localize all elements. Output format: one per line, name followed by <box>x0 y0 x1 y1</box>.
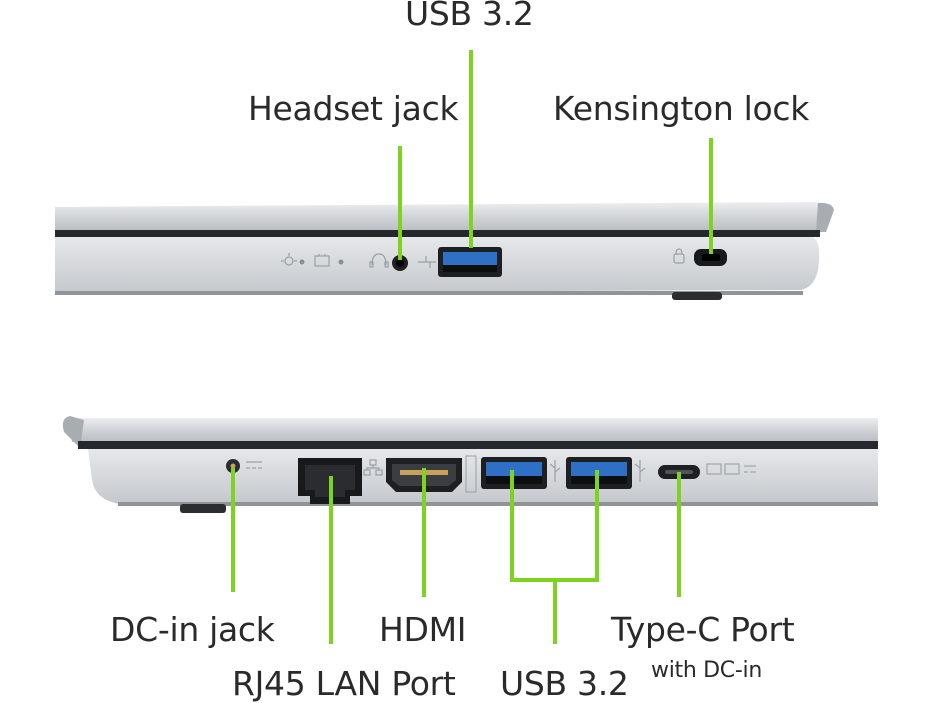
label-usb-top: USB 3.2 <box>405 0 534 33</box>
hinge <box>62 416 84 448</box>
hinge <box>816 202 834 232</box>
label-headset-jack: Headset jack <box>248 89 459 128</box>
label-type-c-note: with DC-in <box>651 658 762 683</box>
rubber-foot <box>180 504 226 513</box>
label-kensington-lock: Kensington lock <box>553 89 810 128</box>
battery-led <box>338 259 344 265</box>
usb-icon <box>418 256 436 268</box>
laptop-left-side-view <box>62 416 879 513</box>
battery-indicator-icon <box>314 254 330 267</box>
seam <box>78 441 878 449</box>
network-icon <box>363 459 383 476</box>
rubber-foot <box>672 292 722 300</box>
label-type-c-port: Type-C Port <box>611 610 795 649</box>
laptop-right-side-view <box>55 202 834 300</box>
label-dc-in-jack: DC-in jack <box>110 610 275 649</box>
lock-icon <box>673 248 685 264</box>
leader-lines <box>231 50 713 644</box>
power-indicator-icon <box>281 253 297 266</box>
power-led <box>299 259 305 265</box>
usb-icon <box>634 460 646 482</box>
dc-in-icon <box>246 461 262 469</box>
headset-icon <box>369 253 389 268</box>
label-usb-bottom: USB 3.2 <box>500 664 629 703</box>
label-hdmi: HDMI <box>379 610 467 649</box>
label-rj45-lan-port: RJ45 LAN Port <box>232 664 456 703</box>
bottom-shadow <box>118 502 878 506</box>
bottom-shadow <box>55 291 803 295</box>
hdmi-icon <box>465 455 477 493</box>
lid-edge <box>70 418 879 442</box>
base-edge <box>55 237 820 293</box>
type-c-icon <box>706 463 756 475</box>
usb-icon <box>549 460 561 482</box>
seam <box>55 230 820 237</box>
lid-edge <box>55 202 832 232</box>
